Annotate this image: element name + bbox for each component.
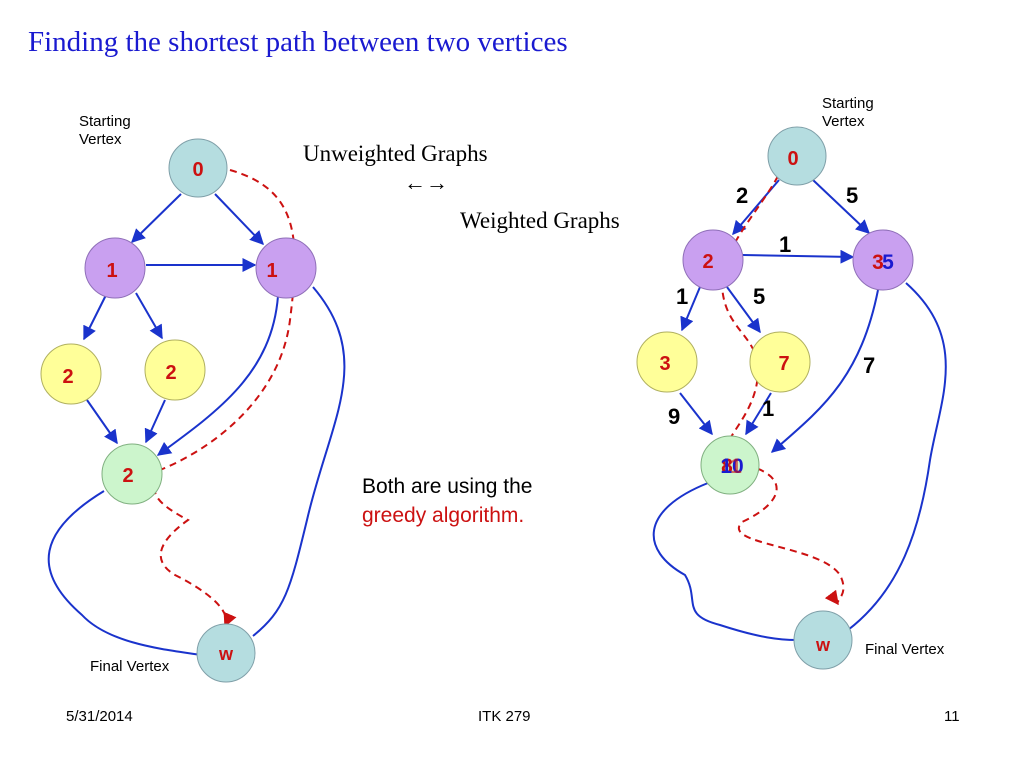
weighted-graphs-label: Weighted Graphs bbox=[460, 208, 620, 233]
right-node-bottom: 8 10 1 bbox=[700, 435, 760, 495]
right-edge-2-br bbox=[726, 286, 761, 334]
right-node-br: 7 bbox=[749, 331, 811, 393]
left-node-1a: 1 bbox=[84, 237, 146, 299]
svg-text:1: 1 bbox=[266, 260, 277, 282]
right-edge-2-bl bbox=[680, 286, 701, 332]
svg-text:w: w bbox=[218, 644, 234, 664]
left-edge-0-1b bbox=[214, 193, 264, 246]
svg-text:0: 0 bbox=[787, 148, 798, 170]
svg-text:2: 2 bbox=[122, 465, 133, 487]
left-starting-vertex-label: Starting Vertex bbox=[79, 113, 131, 148]
left-edge-1a-2b bbox=[135, 292, 163, 340]
left-edge-2a-2c bbox=[86, 399, 118, 445]
svg-text:7: 7 bbox=[778, 353, 789, 375]
left-edge-1b-2c bbox=[156, 295, 279, 456]
right-node-start: 0 bbox=[767, 126, 827, 186]
left-node-2a: 2 bbox=[40, 343, 102, 405]
left-edge-0-1a bbox=[130, 193, 182, 243]
left-node-final: w bbox=[196, 623, 256, 683]
left-node-2b: 2 bbox=[144, 339, 206, 401]
svg-text:w: w bbox=[815, 635, 831, 655]
svg-text:10: 10 bbox=[720, 455, 743, 478]
svg-text:1: 1 bbox=[730, 455, 742, 478]
weight-start-right: 5 bbox=[846, 183, 858, 208]
svg-text:2: 2 bbox=[702, 251, 713, 273]
weight-start-left: 2 bbox=[736, 183, 748, 208]
weight-left-bl: 1 bbox=[676, 284, 688, 309]
svg-text:1: 1 bbox=[106, 260, 117, 282]
svg-text:2: 2 bbox=[165, 362, 176, 384]
svg-text:0: 0 bbox=[192, 159, 203, 181]
slide-title: Finding the shortest path between two ve… bbox=[28, 26, 568, 58]
svg-text:3: 3 bbox=[872, 251, 884, 274]
weight-right-bottom: 7 bbox=[863, 353, 875, 378]
footer-course: ITK 279 bbox=[478, 708, 531, 725]
double-arrow-glyph: ←→ bbox=[404, 170, 448, 195]
left-node-start: 0 bbox=[168, 138, 228, 198]
footer-page-number: 11 bbox=[944, 708, 960, 725]
left-node-1b: 1 bbox=[255, 237, 317, 299]
right-edge-bl-bottom bbox=[679, 392, 713, 436]
body-line-2: greedy algorithm. bbox=[362, 504, 525, 527]
left-edge-1b-w bbox=[252, 286, 346, 637]
svg-text:2: 2 bbox=[62, 366, 73, 388]
right-starting-vertex-label: Starting Vertex bbox=[822, 95, 874, 130]
left-graph-edges bbox=[47, 193, 346, 656]
right-edge-bottom-w bbox=[652, 482, 798, 641]
svg-text:3: 3 bbox=[659, 353, 670, 375]
right-node-left: 2 bbox=[682, 229, 744, 291]
right-node-final: w bbox=[793, 610, 853, 670]
left-final-vertex-label: Final Vertex bbox=[90, 658, 170, 675]
left-edge-1a-2a bbox=[83, 292, 108, 341]
weight-left-br: 5 bbox=[753, 284, 765, 309]
svg-text:5: 5 bbox=[882, 251, 894, 274]
right-edge-0-3 bbox=[812, 179, 871, 234]
right-graph-edges bbox=[652, 179, 947, 641]
right-node-right: 3 5 bbox=[852, 229, 914, 291]
weight-left-right: 1 bbox=[779, 232, 791, 257]
unweighted-graphs-label: Unweighted Graphs bbox=[303, 141, 488, 166]
right-edge-3-w bbox=[847, 282, 947, 631]
body-line-1: Both are using the bbox=[362, 475, 533, 498]
right-node-bl: 3 bbox=[636, 331, 698, 393]
right-final-vertex-label: Final Vertex bbox=[865, 641, 945, 658]
body-text: Both are using the greedy algorithm. bbox=[362, 472, 532, 530]
footer-date: 5/31/2014 bbox=[66, 708, 133, 725]
left-node-2c: 2 bbox=[101, 443, 163, 505]
left-edge-2c-w bbox=[47, 490, 202, 656]
svg-text:8: 8 bbox=[721, 455, 733, 478]
left-edge-2b-2c bbox=[144, 399, 166, 444]
right-edge-2-3 bbox=[742, 249, 855, 264]
weight-br-bottom: 1 bbox=[762, 396, 774, 421]
weight-bl-bottom: 9 bbox=[668, 404, 680, 429]
right-edge-3-bottom bbox=[770, 289, 879, 453]
right-edge-br-bottom bbox=[745, 392, 772, 436]
